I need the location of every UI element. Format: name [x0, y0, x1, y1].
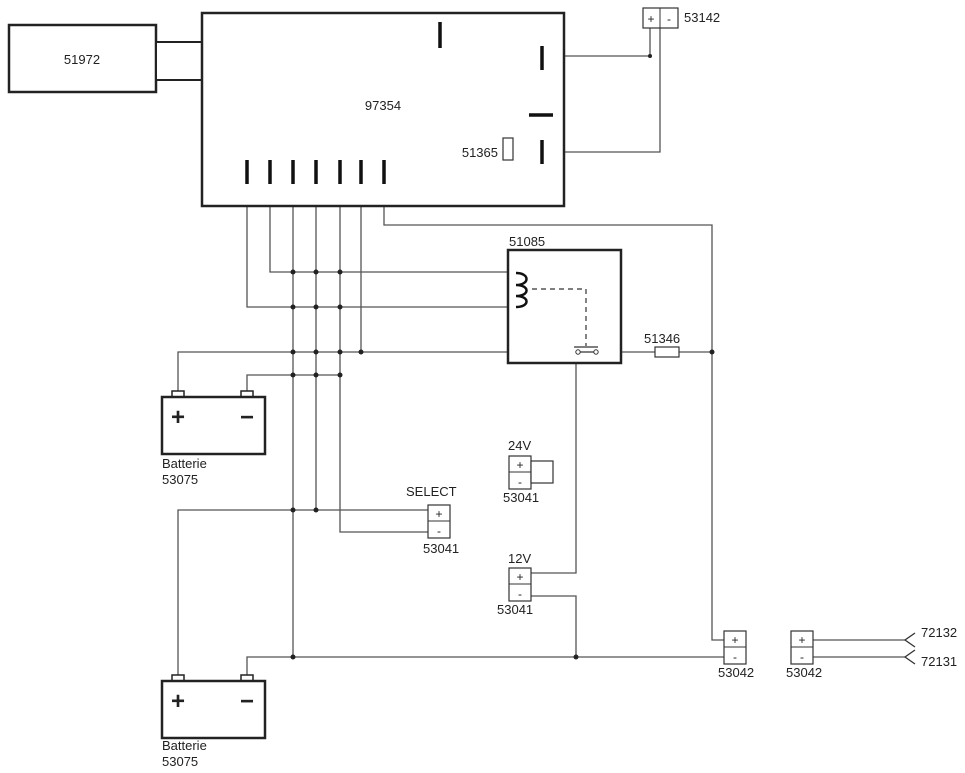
wire-bat-bottom-plus [177, 509, 428, 678]
relay-51085: 51085 [506, 234, 623, 365]
label-72131: 72131 [921, 654, 957, 669]
connector-53041-24v: 24V + - 53041 [503, 438, 554, 505]
label-53042-a: 53042 [718, 665, 754, 680]
plus-sign: + [516, 570, 523, 584]
label-97354: 97354 [365, 98, 401, 113]
minus-sign: - [800, 650, 804, 664]
label-battery-top-id: 53075 [162, 472, 198, 487]
minus-sign: - [518, 475, 522, 489]
wire-bat-top-minus [246, 374, 340, 394]
battery-plus-sign: + [171, 404, 185, 431]
label-24v: 24V [508, 438, 531, 453]
battery-top: + − Batterie 53075 [160, 390, 267, 487]
label-battery-top-title: Batterie [162, 456, 207, 471]
plug-72132: 72132 [903, 625, 957, 648]
wire-pin7-53042 [383, 182, 728, 641]
label-12v: 12V [508, 551, 531, 566]
wire-bat-bottom-minus [246, 656, 728, 678]
minus-sign: - [518, 587, 522, 601]
plus-sign: + [798, 633, 805, 647]
minus-sign: - [733, 650, 737, 664]
connector-53042-b: + - 53042 [786, 630, 822, 680]
wire-pin5-select [339, 182, 428, 533]
plus-sign: + [435, 507, 442, 521]
wire-53142-minus [542, 28, 661, 153]
label-53142: 53142 [684, 10, 720, 25]
minus-sign: - [667, 12, 671, 26]
battery-minus-sign: − [240, 688, 254, 715]
label-51085: 51085 [509, 234, 545, 249]
connector-53041-select: SELECT + - 53041 [406, 484, 459, 556]
label-53041-12v: 53041 [497, 602, 533, 617]
wire-12v-minus [530, 595, 577, 657]
wires [177, 28, 905, 678]
component-51972: 51972 [7, 23, 158, 94]
jumper-cap [530, 460, 554, 484]
label-53041-24v: 53041 [503, 490, 539, 505]
component-97354: 97354 [200, 11, 566, 208]
battery-plus-sign: + [171, 688, 185, 715]
wire-pin1-coil [246, 182, 512, 308]
battery-minus-sign: − [240, 404, 254, 431]
wire-bat-top-plus [177, 351, 578, 394]
label-51346: 51346 [644, 331, 680, 346]
label-battery-bottom-id: 53075 [162, 754, 198, 769]
label-battery-bottom-title: Batterie [162, 738, 207, 753]
relay-coil-icon [515, 271, 528, 309]
wire-12v-plus [530, 352, 577, 574]
plug-arrow-icon [903, 649, 916, 665]
plug-arrow-icon [903, 632, 916, 648]
minus-sign: - [437, 524, 441, 538]
label-select: SELECT [406, 484, 457, 499]
relay-linkage [532, 288, 587, 346]
label-72132: 72132 [921, 625, 957, 640]
wire-pin2-coil [269, 182, 512, 273]
plug-72131: 72131 [903, 649, 957, 669]
connector-53041-12v: 12V + - 53041 [497, 551, 533, 617]
connector-53042-a: + - 53042 [718, 630, 754, 680]
plus-sign: + [731, 633, 738, 647]
fuse-51346: 51346 [644, 331, 680, 358]
connector-53142: + - 53142 [642, 7, 720, 29]
fuse-51365: 51365 [462, 137, 514, 161]
label-53041-select: 53041 [423, 541, 459, 556]
plus-sign: + [647, 12, 654, 26]
junction-dots [290, 54, 715, 660]
battery-bottom: + − Batterie 53075 [160, 674, 267, 769]
label-51972: 51972 [64, 52, 100, 67]
plus-sign: + [516, 458, 523, 472]
label-51365: 51365 [462, 145, 498, 160]
label-53042-b: 53042 [786, 665, 822, 680]
